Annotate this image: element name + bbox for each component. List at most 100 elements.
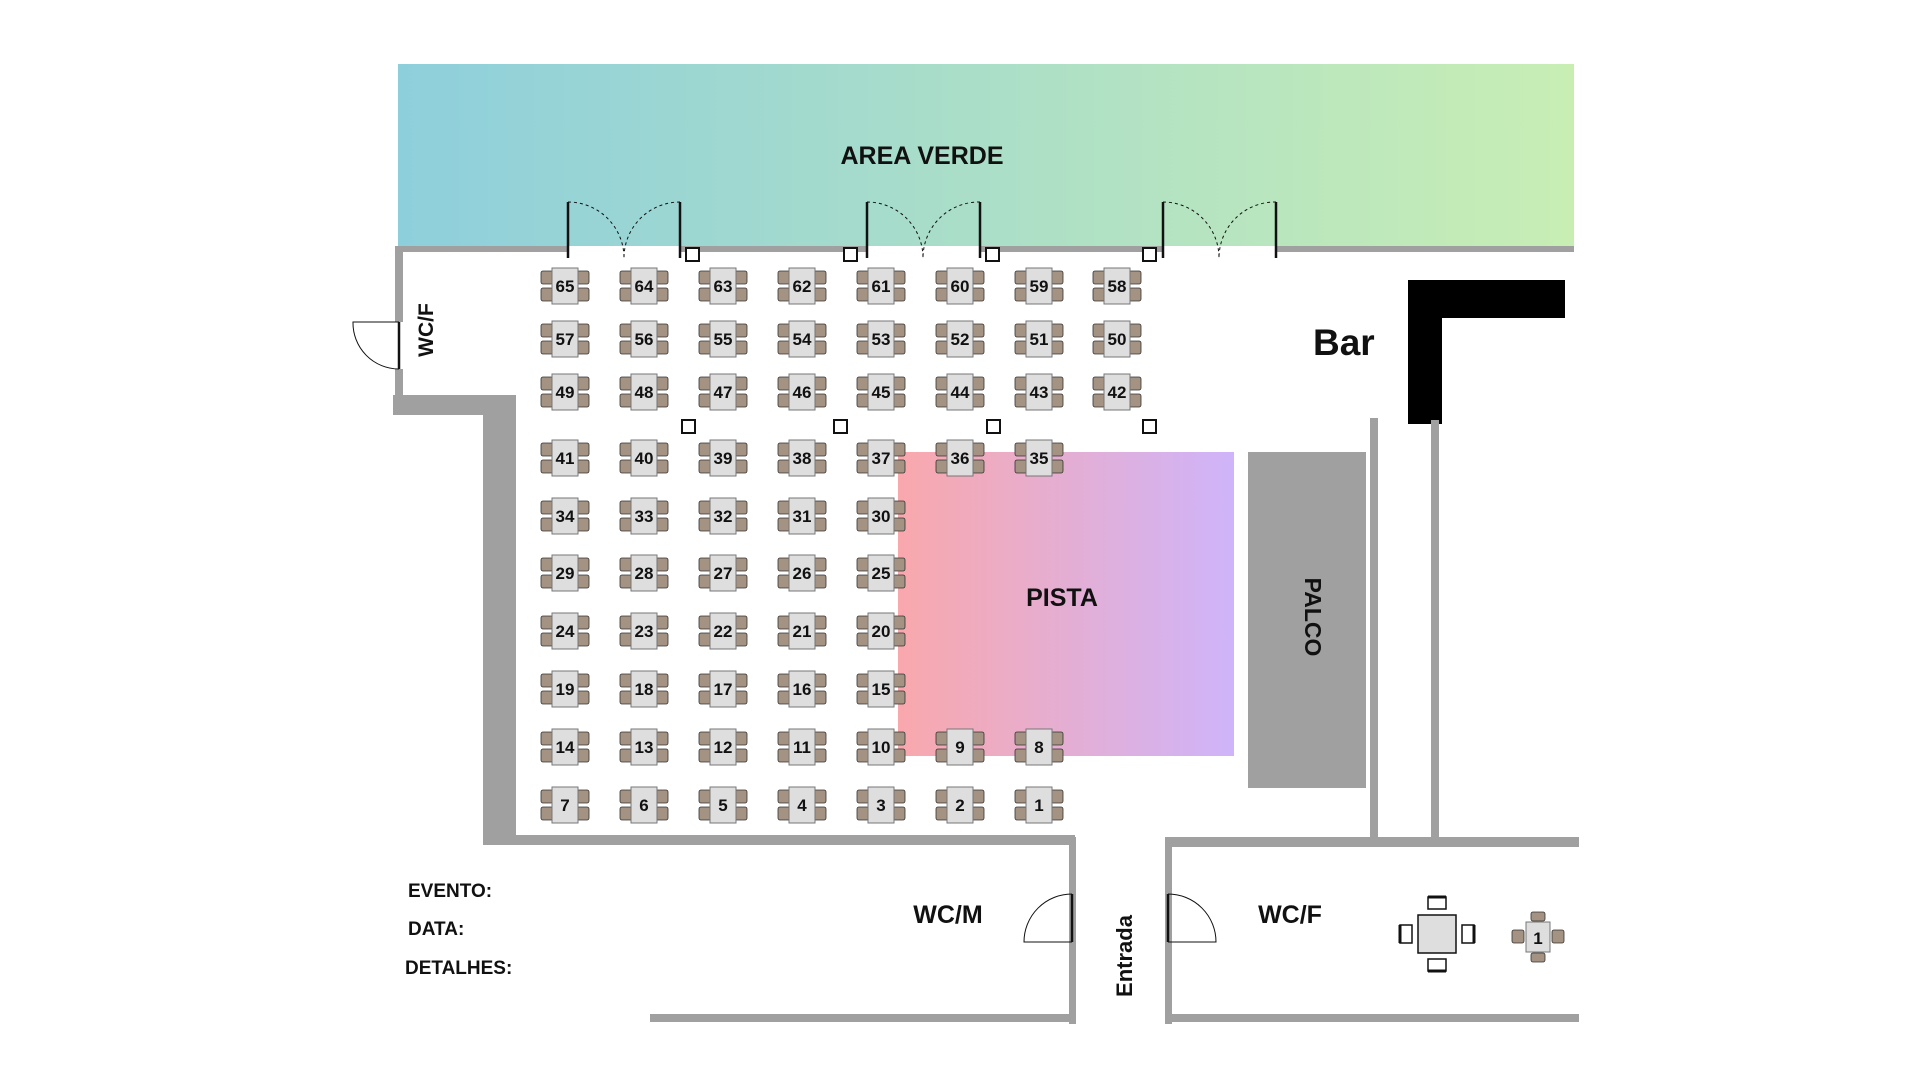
table-number: 1 [1034, 796, 1043, 815]
chair [892, 340, 906, 355]
chair [777, 323, 791, 338]
table-7: 7 [540, 786, 590, 824]
table-11: 11 [777, 728, 827, 766]
table-top [709, 267, 737, 305]
chair [619, 517, 633, 532]
table-number: 48 [635, 383, 654, 402]
chair [892, 690, 906, 705]
wc-m-door-swing[interactable] [1023, 893, 1073, 943]
door-green-3[interactable] [1161, 201, 1278, 259]
chair [892, 442, 906, 457]
table-number: 44 [951, 383, 970, 402]
chair [935, 270, 949, 285]
table-14: 14 [540, 728, 590, 766]
chair [856, 340, 870, 355]
chair [734, 615, 748, 630]
table-57: 57 [540, 320, 590, 358]
table-top [709, 497, 737, 535]
chair [777, 557, 791, 572]
table-36: 36 [935, 439, 985, 477]
table-top [630, 373, 658, 411]
table-49: 49 [540, 373, 590, 411]
chair [1128, 270, 1142, 285]
chair [935, 806, 949, 821]
chair [698, 393, 712, 408]
chair [813, 806, 827, 821]
chair [1014, 287, 1028, 302]
table-46: 46 [777, 373, 827, 411]
door-green-1[interactable] [566, 201, 682, 259]
table-number: 62 [793, 277, 812, 296]
chair [619, 789, 633, 804]
table-29: 29 [540, 554, 590, 592]
table-12: 12 [698, 728, 748, 766]
table-top [946, 320, 974, 358]
chair [698, 789, 712, 804]
table-top [946, 728, 974, 766]
chair [734, 270, 748, 285]
chair [892, 376, 906, 391]
chair [619, 748, 633, 763]
chair [892, 789, 906, 804]
chair [540, 323, 554, 338]
legend-square-table-icon [1398, 895, 1476, 973]
chair [892, 459, 906, 474]
table-number: 28 [635, 564, 654, 583]
wc-left-door-swing[interactable] [352, 321, 400, 370]
chair [655, 517, 669, 532]
chair [1128, 340, 1142, 355]
table-44: 44 [935, 373, 985, 411]
table-18: 18 [619, 670, 669, 708]
chair [655, 748, 669, 763]
table-top [630, 320, 658, 358]
table-16: 16 [777, 670, 827, 708]
chair [971, 270, 985, 285]
table-number: 18 [635, 680, 654, 699]
chair [1014, 806, 1028, 821]
chair [619, 615, 633, 630]
table-top [867, 320, 895, 358]
table-48: 48 [619, 373, 669, 411]
table-52: 52 [935, 320, 985, 358]
chair [576, 574, 590, 589]
table-61: 61 [856, 267, 906, 305]
chair [540, 393, 554, 408]
table-number: 47 [714, 383, 733, 402]
chair [813, 517, 827, 532]
chair [777, 376, 791, 391]
table-19: 19 [540, 670, 590, 708]
chair [777, 789, 791, 804]
table-number: 65 [556, 277, 575, 296]
chair [813, 393, 827, 408]
chair [655, 270, 669, 285]
table-58: 58 [1092, 267, 1142, 305]
chair [655, 673, 669, 688]
details-label: DETALHES: [405, 958, 512, 979]
table-42: 42 [1092, 373, 1142, 411]
chair [655, 340, 669, 355]
chair [813, 376, 827, 391]
chair [971, 323, 985, 338]
chair [576, 748, 590, 763]
table-top [551, 497, 579, 535]
chair [734, 287, 748, 302]
chair [1014, 748, 1028, 763]
chair [734, 459, 748, 474]
date-label: DATA: [408, 919, 464, 940]
table-number: 46 [793, 383, 812, 402]
table-number: 3 [876, 796, 885, 815]
table-number: 17 [714, 680, 733, 699]
wc-f-door-swing[interactable] [1167, 893, 1217, 943]
door-green-2[interactable] [865, 201, 982, 259]
chair [777, 340, 791, 355]
chair [935, 731, 949, 746]
chair [892, 806, 906, 821]
chair [935, 393, 949, 408]
table-number: 13 [635, 738, 654, 757]
chair [619, 574, 633, 589]
table-53: 53 [856, 320, 906, 358]
chair [698, 690, 712, 705]
entrance-label: Entrada [1112, 914, 1137, 997]
chair [777, 287, 791, 302]
